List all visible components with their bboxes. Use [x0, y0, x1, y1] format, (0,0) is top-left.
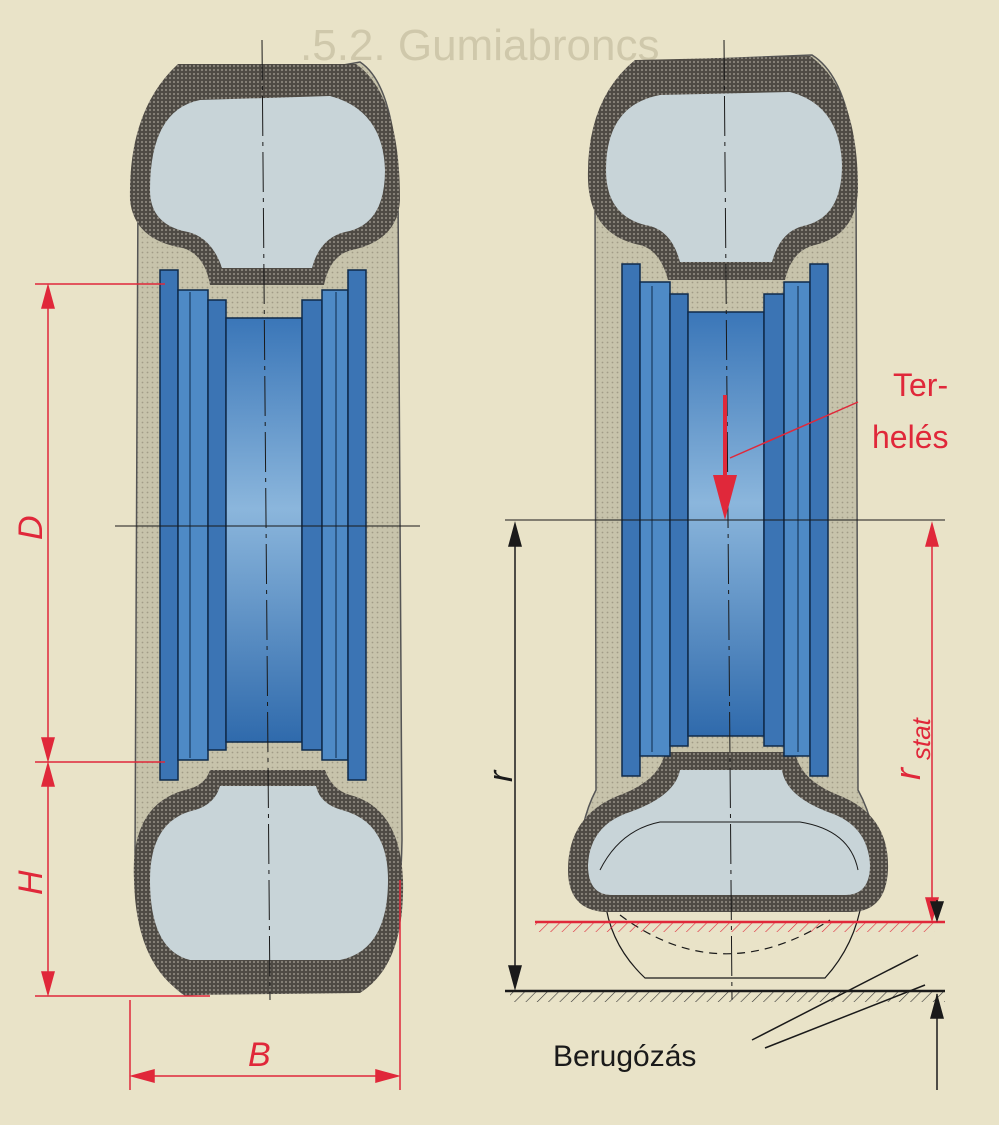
right-rim — [621, 263, 829, 777]
dimension-label-B: B — [248, 1036, 271, 1074]
deflection-label: Berugózás — [553, 1040, 696, 1073]
arrow-down-icon — [713, 395, 737, 520]
dimension-label-H: H — [12, 870, 50, 895]
r-dimension — [508, 521, 522, 991]
left-rim — [159, 269, 367, 781]
left-upper-chamber — [150, 96, 385, 268]
right-tire — [505, 39, 945, 1001]
dimension-label-r-stat: r stat — [887, 716, 936, 780]
dimension-label-D: D — [12, 515, 50, 540]
right-lower-chamber — [588, 770, 870, 895]
deflection-dimension — [751, 900, 945, 1090]
left-vertical-axis — [261, 39, 271, 1001]
r-stat-subscript: stat — [906, 716, 936, 760]
dimension-label-r: r — [482, 769, 520, 782]
left-dimensions — [35, 283, 401, 1090]
load-leader-line — [729, 401, 859, 459]
right-inner-bulge — [599, 821, 859, 871]
r-stat-main: r — [887, 766, 928, 780]
right-upper-chamber — [606, 92, 842, 262]
load-label-line1: Ter- — [893, 367, 948, 403]
left-tire — [115, 39, 420, 1001]
ground-lines — [505, 920, 945, 1002]
load-label-line2: helés — [872, 419, 949, 455]
